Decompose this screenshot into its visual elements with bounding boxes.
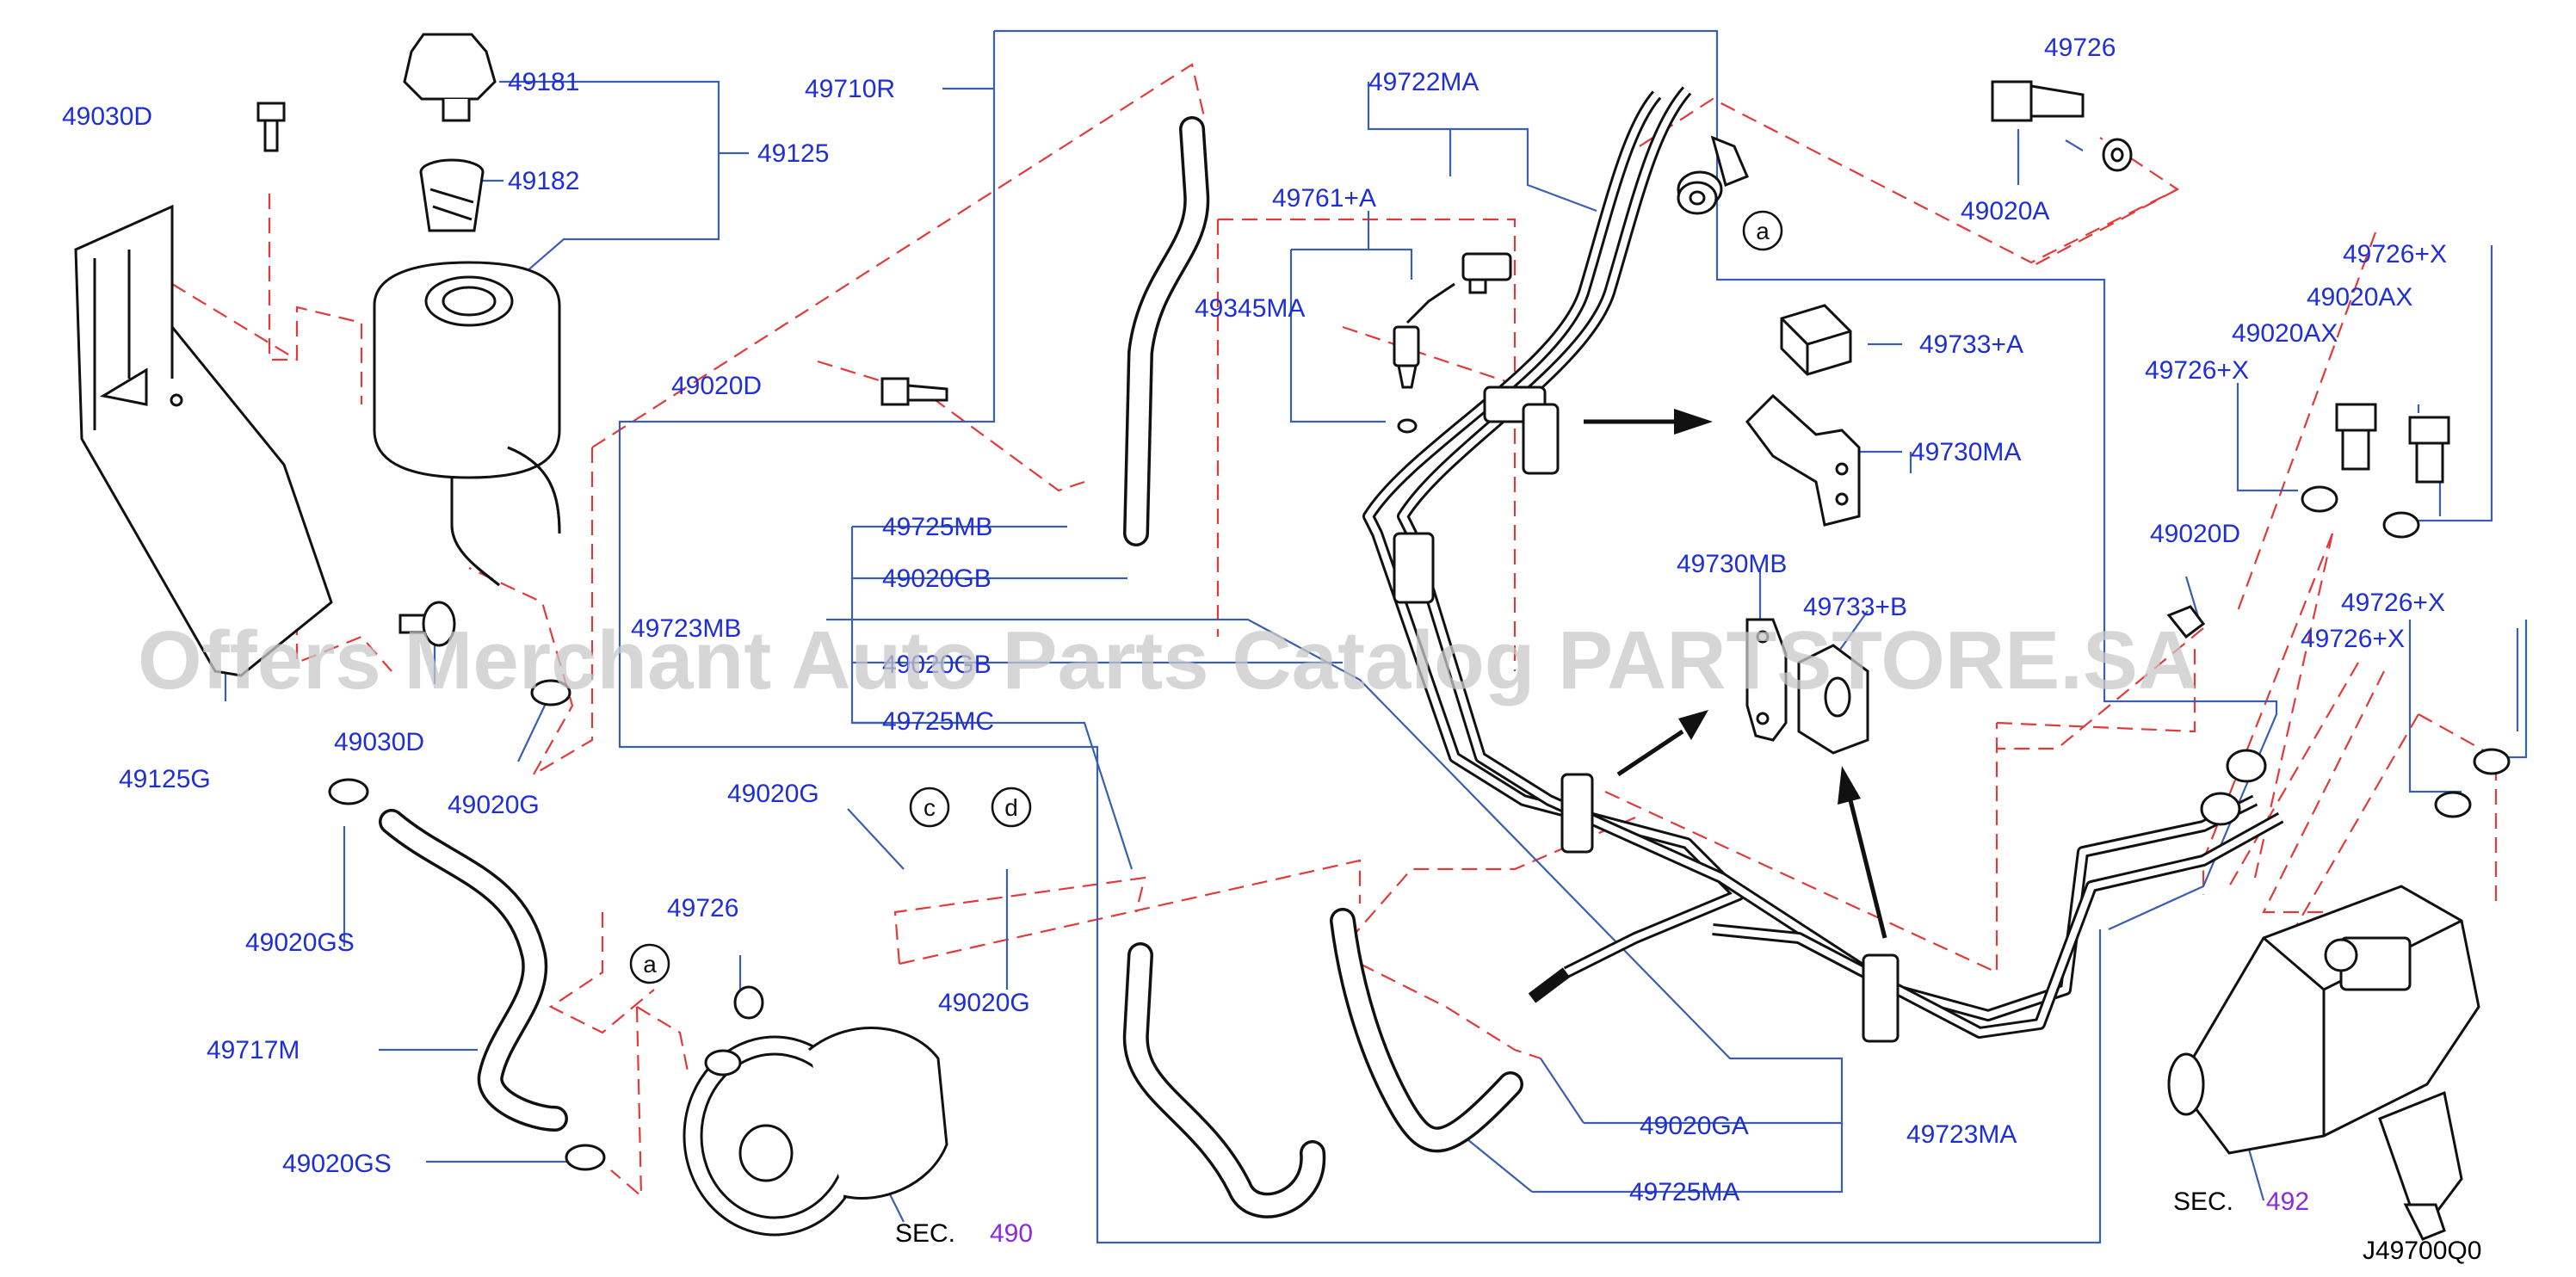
label-49020gb-2: 49020GB bbox=[882, 651, 991, 679]
watermark-text: Offers Merchant Auto Parts Catalog PARTS… bbox=[138, 614, 2197, 706]
callout-c: c bbox=[909, 787, 950, 828]
reservoir-cap bbox=[403, 33, 497, 122]
part-labels: 49030D 49181 49182 49125 49710R 49722MA … bbox=[62, 34, 2447, 1206]
reservoir-tank bbox=[373, 261, 561, 587]
label-49761a: 49761+A bbox=[1272, 184, 1376, 213]
label-49726x-2: 49726+X bbox=[2145, 356, 2249, 385]
label-49717m: 49717M bbox=[207, 1036, 300, 1064]
label-49020gs-1: 49020GS bbox=[245, 928, 355, 957]
svg-text:SEC.: SEC. bbox=[895, 1219, 955, 1248]
bracket-49730MA bbox=[1745, 393, 1861, 527]
label-49181: 49181 bbox=[508, 68, 579, 96]
label-49020d-right: 49020D bbox=[2150, 520, 2240, 548]
reservoir-filter bbox=[419, 158, 485, 232]
label-49020d-mid: 49020D bbox=[671, 372, 762, 400]
svg-text:d: d bbox=[1004, 794, 1018, 821]
section-ref-490[interactable]: SEC. 490 bbox=[895, 1219, 1033, 1248]
hose-49725MA bbox=[1330, 908, 1523, 1153]
label-49726-mid: 49726 bbox=[667, 894, 738, 922]
label-49020g-2: 49020G bbox=[727, 780, 819, 808]
label-49723mb: 49723MB bbox=[631, 614, 741, 643]
reservoir-bracket bbox=[74, 204, 333, 677]
steering-gear-sec-492 bbox=[2167, 885, 2480, 1241]
insulator-49733A bbox=[1780, 304, 1852, 376]
arrows bbox=[1584, 409, 1887, 939]
label-49020ax-2: 49020AX bbox=[2232, 319, 2338, 348]
bolts-top-left bbox=[256, 102, 456, 647]
label-49726-top: 49726 bbox=[2044, 34, 2116, 62]
diagram-code: J49700Q0 bbox=[2363, 1237, 2481, 1265]
label-49182: 49182 bbox=[508, 167, 579, 195]
insulator-49733B bbox=[1797, 644, 1869, 755]
bracket-49730MB bbox=[1745, 618, 1788, 742]
label-49730mb: 49730MB bbox=[1677, 550, 1787, 578]
label-49725ma: 49725MA bbox=[1629, 1178, 1739, 1206]
label-49020ga: 49020GA bbox=[1640, 1112, 1749, 1140]
callout-a-pump: a bbox=[629, 943, 670, 984]
label-49733a: 49733+A bbox=[1919, 330, 2023, 359]
pressure-pipes bbox=[1362, 86, 2284, 1039]
pressure-switch-49761A bbox=[1393, 252, 1512, 434]
label-49030d-bot: 49030D bbox=[334, 728, 424, 756]
label-49030d-top: 49030D bbox=[62, 102, 152, 131]
section-ref-492[interactable]: SEC. 492 bbox=[2173, 1188, 2309, 1216]
svg-text:c: c bbox=[924, 794, 936, 821]
label-49725mb: 49725MB bbox=[882, 513, 992, 541]
bolts-washers-right bbox=[733, 80, 2511, 1020]
label-49726x-4: 49726+X bbox=[2301, 625, 2405, 653]
pump-sec-490 bbox=[683, 1027, 948, 1237]
label-49726x-3: 49726+X bbox=[2341, 589, 2445, 617]
label-49020ax-1: 49020AX bbox=[2307, 283, 2412, 312]
label-49730ma: 49730MA bbox=[1911, 438, 2021, 466]
svg-text:492: 492 bbox=[2266, 1188, 2309, 1216]
callout-d: d bbox=[991, 787, 1032, 828]
clamps-left bbox=[328, 679, 606, 1171]
pipe-fittings-and-clamps bbox=[1393, 135, 2267, 1043]
label-49722ma: 49722MA bbox=[1368, 68, 1479, 96]
label-49020a: 49020A bbox=[1961, 197, 2049, 225]
label-49723ma: 49723MA bbox=[1906, 1120, 2017, 1149]
callout-a-top: a bbox=[1742, 210, 1783, 251]
label-49020g-3: 49020G bbox=[938, 989, 1030, 1017]
label-49020gb-1: 49020GB bbox=[882, 564, 991, 593]
svg-text:490: 490 bbox=[990, 1219, 1033, 1248]
label-49125: 49125 bbox=[757, 139, 829, 168]
label-49345ma: 49345MA bbox=[1195, 294, 1305, 323]
hose-49725MC bbox=[1122, 942, 1326, 1218]
return-hose-49717M bbox=[379, 809, 568, 1132]
svg-text:SEC.: SEC. bbox=[2173, 1188, 2233, 1216]
label-49020gs-2: 49020GS bbox=[282, 1150, 392, 1178]
label-49726x-1: 49726+X bbox=[2343, 240, 2447, 268]
label-49125g: 49125G bbox=[119, 765, 211, 793]
label-49710r: 49710R bbox=[805, 75, 895, 103]
label-49725mc: 49725MC bbox=[882, 707, 994, 736]
right-hoses-top bbox=[1677, 181, 1718, 215]
svg-text:a: a bbox=[643, 951, 657, 978]
label-49020g-1: 49020G bbox=[448, 791, 540, 819]
label-49733b: 49733+B bbox=[1803, 593, 1907, 621]
hose-49710R bbox=[1123, 116, 1210, 546]
svg-text:a: a bbox=[1756, 218, 1770, 244]
